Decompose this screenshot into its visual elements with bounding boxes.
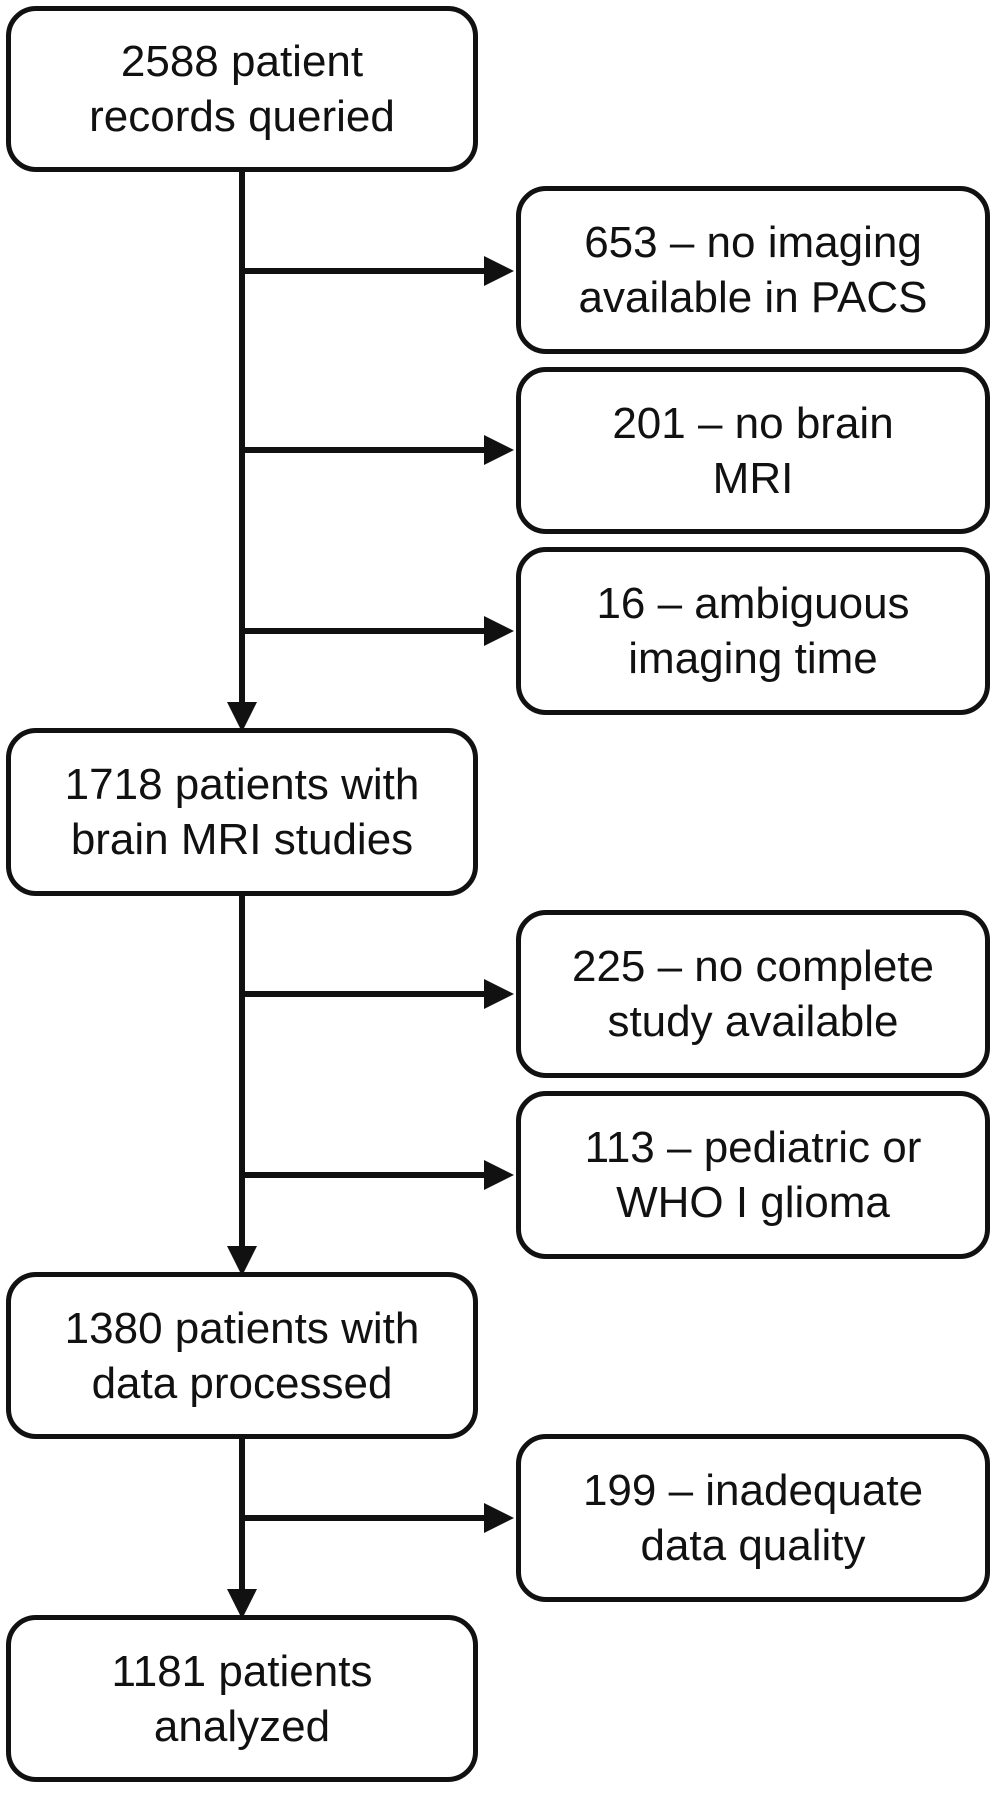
box-excl-pediatric-line1: 113 – pediatric or [584, 1123, 922, 1172]
box-patients-analyzed-line2: analyzed [153, 1701, 331, 1751]
box-records-queried: 2588 patient records queried [6, 6, 478, 172]
box-brain-mri-studies-line2: brain MRI studies [70, 815, 414, 864]
box-records-queried-line2: records queried [89, 92, 395, 141]
box-excl-no-imaging-line2: available in PACS [578, 273, 928, 322]
box-patients-analyzed: 1181 patients analyzed [6, 1615, 478, 1782]
box-patients-analyzed-line1: 1181 patients [111, 1646, 373, 1696]
box-excl-no-complete: 225 – no complete study available [516, 910, 990, 1078]
box-excl-no-brain-mri: 201 – no brain MRI [516, 367, 990, 534]
box-excl-inadequate: 199 – inadequate data quality [516, 1434, 990, 1602]
box-excl-no-brain-mri-line2: MRI [712, 453, 794, 503]
box-data-processed-line2: data processed [91, 1358, 393, 1408]
box-excl-no-complete-line2: study available [607, 997, 899, 1046]
box-excl-pediatric-line2: WHO I glioma [616, 1178, 890, 1227]
box-excl-inadequate-line2: data quality [640, 1521, 866, 1570]
box-excl-ambiguous-line2: imaging time [628, 634, 878, 683]
box-excl-no-imaging-line1: 653 – no imaging [584, 218, 922, 267]
box-excl-no-imaging: 653 – no imaging available in PACS [516, 186, 990, 354]
box-records-queried-line1: 2588 patient [120, 37, 364, 86]
box-excl-ambiguous: 16 – ambiguous imaging time [516, 547, 990, 715]
box-excl-ambiguous-line1: 16 – ambiguous [596, 579, 910, 628]
box-brain-mri-studies-line1: 1718 patients with [64, 760, 420, 809]
box-excl-pediatric: 113 – pediatric or WHO I glioma [516, 1091, 990, 1259]
box-excl-inadequate-line1: 199 – inadequate [582, 1466, 924, 1515]
box-excl-no-complete-line1: 225 – no complete [571, 942, 935, 991]
box-data-processed-line1: 1380 patients with [64, 1303, 420, 1353]
box-data-processed: 1380 patients with data processed [6, 1272, 478, 1439]
box-brain-mri-studies: 1718 patients with brain MRI studies [6, 728, 478, 896]
box-excl-no-brain-mri-line1: 201 – no brain [612, 398, 894, 448]
